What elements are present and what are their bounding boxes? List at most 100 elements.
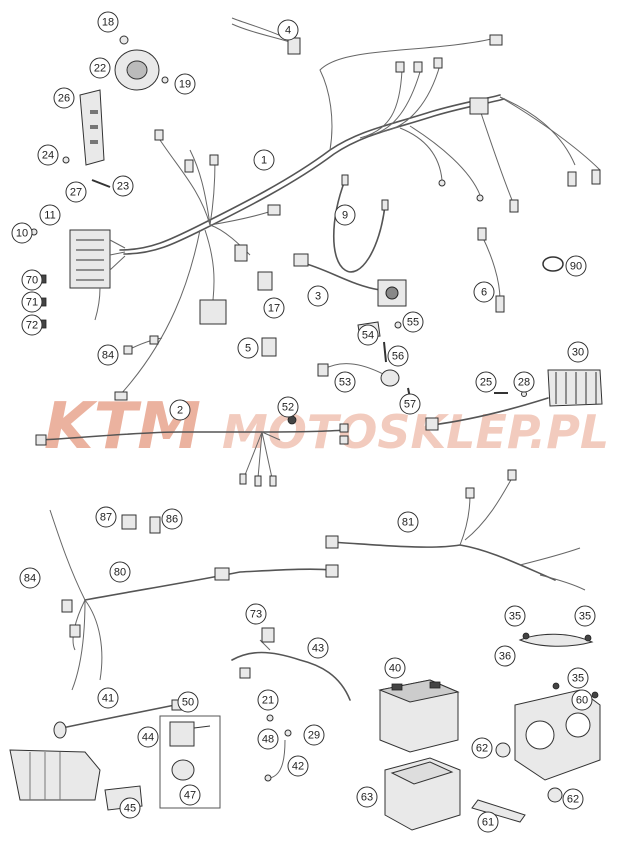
callout-73: 73 — [245, 603, 267, 625]
callout-71: 71 — [21, 291, 43, 313]
callout-21: 21 — [257, 689, 279, 711]
callout-label: 17 — [268, 303, 280, 315]
callout-circle — [109, 561, 131, 583]
callout-label: 42 — [292, 761, 304, 773]
callout-circle — [399, 393, 421, 415]
callout-label: 35 — [572, 673, 584, 685]
harness-43[interactable] — [231, 627, 351, 701]
harness-81[interactable] — [325, 469, 586, 591]
starter-relay-group[interactable] — [159, 715, 221, 809]
relay-87[interactable] — [121, 514, 137, 530]
callout-87: 87 — [95, 506, 117, 528]
callout-57: 57 — [399, 393, 421, 415]
callout-label: 71 — [26, 297, 38, 309]
callout-circle — [307, 285, 329, 307]
bracket-86[interactable] — [149, 516, 161, 534]
callout-35: 35 — [567, 667, 589, 689]
callout-circle — [387, 345, 409, 367]
callout-label: 35 — [509, 611, 521, 623]
harness-2[interactable] — [35, 415, 349, 487]
callout-4: 4 — [277, 19, 299, 41]
battery-holder[interactable] — [495, 682, 601, 803]
callout-circle — [571, 689, 593, 711]
callout-label: 19 — [179, 79, 191, 91]
callout-label: 45 — [124, 803, 136, 815]
callout-circle — [504, 605, 526, 627]
callout-45: 45 — [119, 797, 141, 819]
callout-circle — [53, 87, 75, 109]
callout-11: 11 — [39, 204, 61, 226]
callout-circle — [357, 324, 379, 346]
callout-9: 9 — [334, 204, 356, 226]
callout-circle — [565, 255, 587, 277]
callout-circle — [356, 786, 378, 808]
voltage-regulator[interactable] — [425, 369, 603, 431]
callout-circle — [402, 311, 424, 333]
callout-label: 84 — [102, 350, 114, 362]
callout-label: 81 — [402, 517, 414, 529]
relay-17[interactable] — [257, 271, 273, 291]
callout-label: 48 — [262, 734, 274, 746]
callout-label: 90 — [570, 261, 582, 273]
horn[interactable] — [114, 35, 169, 91]
harness-80[interactable] — [49, 509, 339, 691]
callout-17: 17 — [263, 297, 285, 319]
callout-circle — [137, 726, 159, 748]
temperature-sensor[interactable] — [477, 227, 505, 313]
callout-label: 2 — [177, 405, 183, 417]
callout-label: 86 — [166, 514, 178, 526]
callout-86: 86 — [161, 508, 183, 530]
callout-label: 6 — [481, 287, 487, 299]
ground-cable[interactable] — [264, 714, 292, 782]
battery[interactable] — [378, 679, 460, 753]
starter-relay[interactable] — [293, 253, 407, 307]
callout-circle — [257, 728, 279, 750]
callout-circle — [307, 637, 329, 659]
callout-circle — [567, 667, 589, 689]
callout-circle — [169, 399, 191, 421]
callout-label: 22 — [94, 63, 106, 75]
wire-84-upper[interactable] — [123, 335, 163, 355]
callout-layer: 1842219261242327111097071723176905455556… — [11, 11, 596, 833]
bracket-36[interactable] — [518, 632, 594, 647]
starter-motor[interactable] — [9, 749, 101, 801]
callout-19: 19 — [174, 73, 196, 95]
callout-circle — [97, 344, 119, 366]
starter-cable[interactable] — [53, 699, 183, 739]
callout-label: 1 — [261, 155, 267, 167]
relay-5[interactable] — [261, 337, 277, 357]
callout-label: 3 — [315, 291, 321, 303]
callout-62: 62 — [471, 737, 493, 759]
cable-tie[interactable] — [542, 256, 564, 272]
callout-56: 56 — [387, 345, 409, 367]
battery-box[interactable] — [384, 757, 461, 831]
callout-circle — [494, 645, 516, 667]
callout-circle — [287, 755, 309, 777]
callout-circle — [21, 269, 43, 291]
callout-label: 28 — [518, 377, 530, 389]
callout-label: 62 — [567, 794, 579, 806]
callout-circle — [97, 687, 119, 709]
callout-label: 53 — [339, 377, 351, 389]
callout-label: 56 — [392, 351, 404, 363]
callout-circle — [237, 337, 259, 359]
callout-label: 50 — [182, 697, 194, 709]
callout-circle — [177, 691, 199, 713]
callout-circle — [475, 371, 497, 393]
callout-label: 26 — [58, 93, 70, 105]
callout-circle — [567, 341, 589, 363]
mounting-bracket[interactable] — [62, 89, 111, 188]
callout-circle — [334, 371, 356, 393]
callout-48: 48 — [257, 728, 279, 750]
callout-52: 52 — [277, 396, 299, 418]
callout-72: 72 — [21, 314, 43, 336]
callout-30: 30 — [567, 341, 589, 363]
rubber-strip[interactable] — [471, 799, 526, 823]
callout-circle — [39, 204, 61, 226]
main-wiring-harness[interactable] — [69, 34, 601, 401]
callout-70: 70 — [21, 269, 43, 291]
callout-circle — [161, 508, 183, 530]
callout-label: 24 — [42, 150, 54, 162]
callout-circle — [21, 291, 43, 313]
callout-25: 25 — [475, 371, 497, 393]
